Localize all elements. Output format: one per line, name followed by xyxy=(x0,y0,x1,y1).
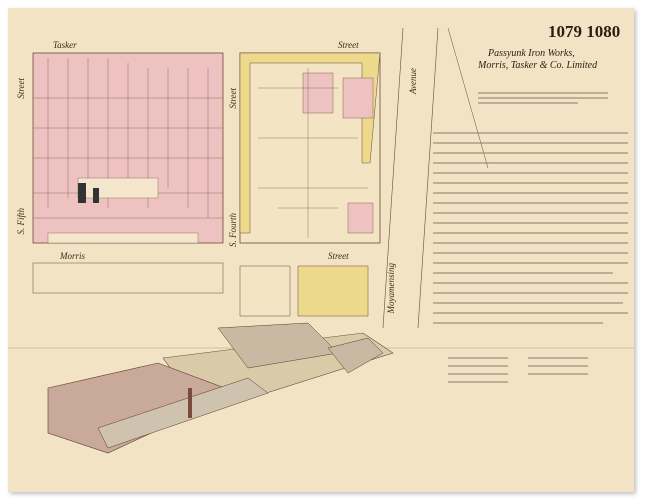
dark-marks xyxy=(78,183,99,203)
street-label-fourth: S. Fourth xyxy=(228,213,238,248)
street-label-morris-street: Street xyxy=(328,251,349,261)
sheet-number: 1079 1080 xyxy=(548,22,621,41)
map-drawing xyxy=(8,27,634,454)
street-label-fifth: S. Fifth xyxy=(16,208,26,235)
street-label-moyamensing: Moyamensing xyxy=(386,263,396,314)
street-label-avenue: Avenue xyxy=(408,68,418,94)
street-label-fifth-street: Street xyxy=(16,78,26,99)
street-label-fourth-street: Street xyxy=(228,88,238,109)
map-title: Passyunk Iron Works, xyxy=(488,48,575,59)
street-label-morris: Morris xyxy=(60,251,86,261)
map-sheet: 1079 1080 Passyunk Iron Works, Morris, T… xyxy=(8,8,634,492)
description-text xyxy=(433,92,628,383)
street-label-tasker: Tasker xyxy=(53,40,77,50)
birds-eye-view xyxy=(47,322,394,454)
street-label-tasker-street: Street xyxy=(338,40,359,50)
map-subtitle: Morris, Tasker & Co. Limited xyxy=(478,60,598,71)
